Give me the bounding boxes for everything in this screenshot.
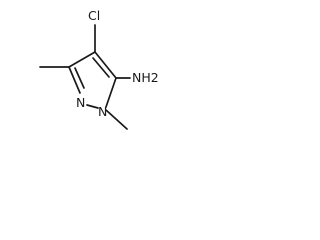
bond-n2-n1 (86, 104, 99, 109)
atom-label-nitrogen-2: N (76, 95, 85, 110)
atom-label-nitrogen-1: N (98, 104, 107, 119)
bond-n1-c5 (105, 77, 117, 108)
structure-diagram: Cl NH2 N N (39, 8, 159, 130)
bond-c3-n2 (68, 66, 81, 94)
bond-c3-n2-double (74, 67, 85, 89)
bond-c5-c4-double (92, 57, 110, 78)
bond-c4-c3 (68, 51, 96, 68)
bond-c5-c4 (94, 51, 117, 79)
bond-n1-methyl (105, 109, 128, 130)
atom-label-amino: NH2 (132, 70, 159, 85)
atom-label-chlorine: Cl (88, 8, 100, 23)
